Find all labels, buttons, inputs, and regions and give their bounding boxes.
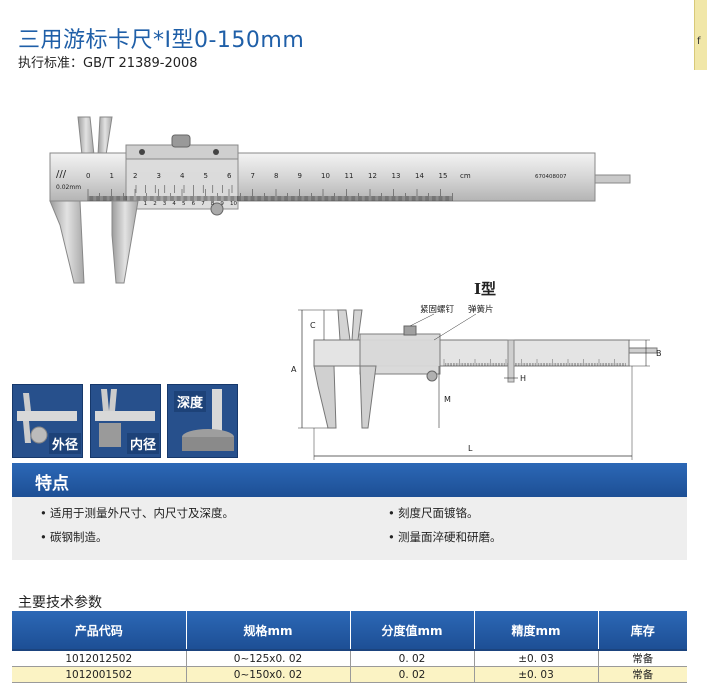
thumb-inner-diameter: 内径 bbox=[90, 384, 161, 458]
main-scale-label: 11 bbox=[345, 172, 354, 180]
thumb-outer-diameter: 外径 bbox=[12, 384, 83, 458]
vernier-scale-label: 2 bbox=[153, 201, 157, 207]
dim-c-label: C bbox=[310, 321, 316, 330]
cell-stock: 常备 bbox=[598, 666, 687, 683]
depth-icon bbox=[182, 389, 234, 451]
specs-title: 主要技术参数 bbox=[18, 595, 102, 611]
col-spec: 规格mm bbox=[186, 611, 351, 651]
callout-spring: 弹簧片 bbox=[468, 304, 494, 315]
feature-item: •碳钢制造。 bbox=[40, 530, 108, 544]
specs-table: 产品代码 规格mm 分度值mm 精度mm 库存 1012012502 0~125… bbox=[12, 611, 687, 683]
cell-spec: 0~125x0. 02 bbox=[186, 650, 351, 667]
dim-l-label: L bbox=[468, 444, 473, 453]
cell-accuracy: ±0. 03 bbox=[474, 666, 599, 683]
page-title: 三用游标卡尺*I型0-150mm bbox=[18, 28, 305, 53]
cell-product-code: 1012001502 bbox=[12, 666, 187, 683]
features-panel: •适用于测量外尺寸、内尺寸及深度。 •刻度尺面镀铬。 •碳钢制造。 •测量面淬硬… bbox=[12, 497, 687, 560]
corner-tab: f bbox=[694, 0, 707, 70]
cell-spec: 0~150x0. 02 bbox=[186, 666, 351, 683]
cell-product-code: 1012012502 bbox=[12, 650, 187, 667]
features-header: 特点 bbox=[12, 463, 687, 497]
main-scale-label: 8 bbox=[274, 172, 278, 180]
main-scale-label: 5 bbox=[204, 172, 208, 180]
caliper-model-code: 670408007 bbox=[535, 174, 567, 180]
main-scale-label: 2 bbox=[133, 172, 137, 180]
vernier-scale-label: 10 bbox=[230, 201, 237, 207]
feature-item: •适用于测量外尺寸、内尺寸及深度。 bbox=[40, 506, 234, 520]
col-stock: 库存 bbox=[598, 611, 687, 651]
feature-item: •测量面淬硬和研磨。 bbox=[388, 530, 502, 544]
corner-tab-mark: f bbox=[697, 36, 701, 47]
main-scale-label: 9 bbox=[298, 172, 302, 180]
main-scale-label: 0 bbox=[86, 172, 90, 180]
col-product-code: 产品代码 bbox=[12, 611, 187, 651]
cell-accuracy: ±0. 03 bbox=[474, 650, 599, 667]
features-title: 特点 bbox=[35, 474, 69, 494]
main-scale-label: 4 bbox=[180, 172, 185, 180]
table-row: 1012001502 0~150x0. 02 0. 02 ±0. 03 常备 bbox=[12, 666, 687, 683]
vernier-scale-label: 9 bbox=[220, 201, 224, 207]
main-scale-label: 3 bbox=[157, 172, 161, 180]
thumb-outer-label: 外径 bbox=[49, 433, 82, 454]
caliper-resolution: 0.02mm bbox=[56, 184, 81, 191]
vernier-scale-label: 5 bbox=[182, 201, 186, 207]
diagram-type-label: I型 bbox=[474, 280, 497, 298]
main-scale-label: 10 bbox=[321, 172, 330, 180]
inner-diameter-icon bbox=[95, 389, 155, 447]
main-scale-label: 13 bbox=[392, 172, 401, 180]
specs-header-row: 产品代码 规格mm 分度值mm 精度mm 库存 bbox=[12, 611, 687, 651]
thumb-depth: 深度 bbox=[167, 384, 238, 458]
vernier-scale-label: 6 bbox=[192, 201, 196, 207]
main-scale-label: 6 bbox=[227, 172, 232, 180]
vernier-scale-label: 4 bbox=[172, 201, 176, 207]
main-scale-label: 12 bbox=[368, 172, 377, 180]
caliper-unit: cm bbox=[460, 172, 471, 180]
dim-m-label: M bbox=[444, 395, 451, 404]
thumb-depth-label: 深度 bbox=[174, 391, 207, 412]
vernier-scale-label: 1 bbox=[144, 201, 148, 207]
caliper-brand: /// bbox=[56, 169, 67, 180]
main-scale-label: 14 bbox=[415, 172, 424, 180]
feature-item: •刻度尺面镀铬。 bbox=[388, 506, 479, 520]
main-scale-label: 7 bbox=[251, 172, 255, 180]
cell-resolution: 0. 02 bbox=[350, 666, 475, 683]
main-scale-label: 15 bbox=[439, 172, 448, 180]
table-row: 1012012502 0~125x0. 02 0. 02 ±0. 03 常备 bbox=[12, 650, 687, 667]
callout-screw: 紧固螺钉 bbox=[420, 304, 455, 315]
vernier-scale-label: 3 bbox=[163, 201, 167, 207]
dim-b-label: B bbox=[656, 349, 662, 358]
cell-resolution: 0. 02 bbox=[350, 650, 475, 667]
dim-a-label: A bbox=[291, 365, 297, 374]
vernier-scale-label: 7 bbox=[201, 201, 205, 207]
standard-label: 执行标准：GB/T 21389-2008 bbox=[18, 56, 198, 71]
cell-stock: 常备 bbox=[598, 650, 687, 667]
main-scale-label: 1 bbox=[110, 172, 114, 180]
vernier-scale-label: 8 bbox=[211, 201, 215, 207]
thumb-inner-label: 内径 bbox=[127, 433, 160, 454]
outer-diameter-icon bbox=[17, 393, 77, 444]
dim-h-label: H bbox=[520, 374, 526, 383]
col-accuracy: 精度mm bbox=[474, 611, 599, 651]
dimension-diagram: A C B H M L 紧固螺钉 弹簧片 bbox=[291, 304, 662, 460]
col-resolution: 分度值mm bbox=[350, 611, 475, 651]
